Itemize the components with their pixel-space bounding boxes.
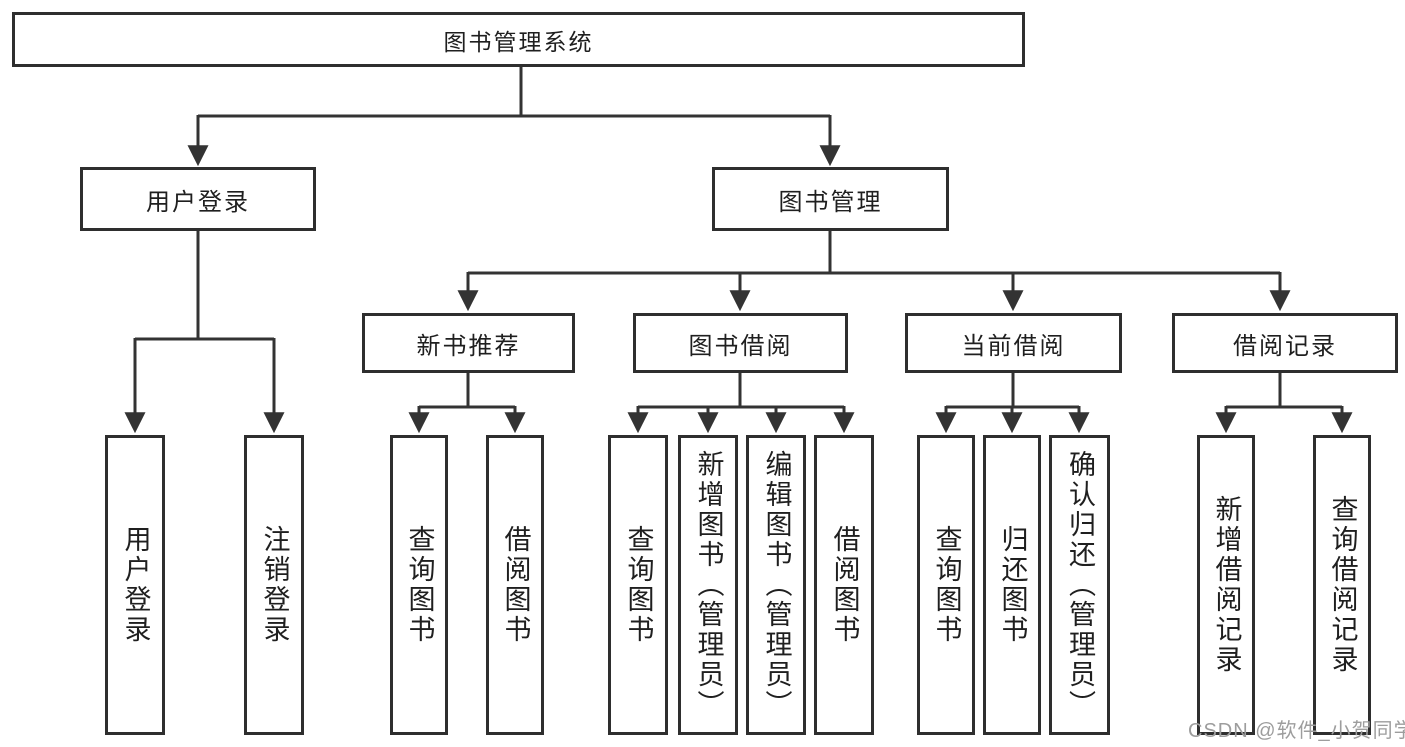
node-book-management: 图书管理 bbox=[712, 167, 949, 231]
leaf-return-books: 归还图书 bbox=[983, 435, 1041, 735]
node-user-login: 用户登录 bbox=[80, 167, 316, 231]
node-book-borrowing: 图书借阅 bbox=[633, 313, 848, 373]
leaf-query-books: 查询图书 bbox=[608, 435, 668, 735]
node-new-book-recommend: 新书推荐 bbox=[362, 313, 575, 373]
leaf-query-books: 查询图书 bbox=[917, 435, 975, 735]
leaf-add-book-admin: 新增图书（管理员） bbox=[678, 435, 738, 735]
csdn-watermark: CSDN @软件_小贺同学 bbox=[1188, 720, 1405, 742]
leaf-borrow-books: 借阅图书 bbox=[486, 435, 544, 735]
leaf-query-books: 查询图书 bbox=[390, 435, 448, 735]
leaf-confirm-return-admin: 确认归还（管理员） bbox=[1049, 435, 1110, 735]
leaf-query-borrow-record: 查询借阅记录 bbox=[1313, 435, 1371, 735]
node-library-system: 图书管理系统 bbox=[12, 12, 1025, 67]
node-current-borrowing: 当前借阅 bbox=[905, 313, 1122, 373]
leaf-logout: 注销登录 bbox=[244, 435, 304, 735]
leaf-borrow-books: 借阅图书 bbox=[814, 435, 874, 735]
leaf-add-borrow-record: 新增借阅记录 bbox=[1197, 435, 1255, 735]
leaf-edit-book-admin: 编辑图书（管理员） bbox=[746, 435, 806, 735]
node-borrowing-records: 借阅记录 bbox=[1172, 313, 1398, 373]
leaf-user-login: 用户登录 bbox=[105, 435, 165, 735]
